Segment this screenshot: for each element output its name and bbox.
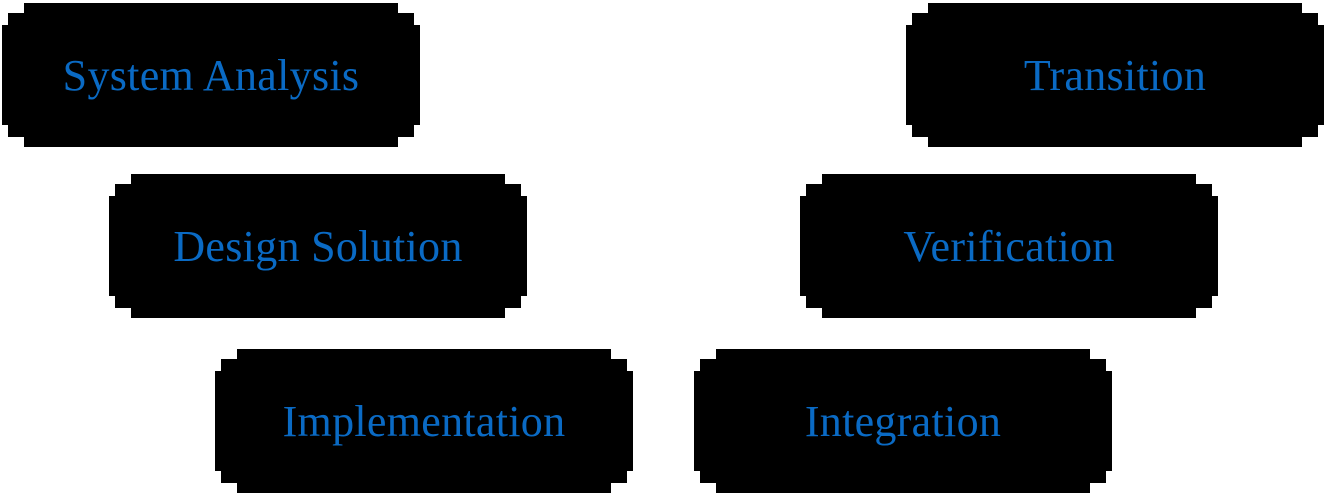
tile-implementation[interactable]: Implementation: [215, 349, 633, 493]
tile-frame: [694, 349, 1112, 493]
tile-verification-selected[interactable]: Verification: [800, 174, 1218, 318]
tile-frame: [215, 349, 633, 493]
tile-frame: [109, 174, 527, 318]
tile-integration[interactable]: Integration: [694, 349, 1112, 493]
tile-frame: [800, 174, 1218, 318]
tile-transition[interactable]: Transition: [906, 3, 1324, 147]
tile-design-solution[interactable]: Design Solution: [109, 174, 527, 318]
tile-frame: [906, 3, 1324, 147]
tile-system-analysis[interactable]: System Analysis: [2, 3, 420, 147]
tile-frame: [2, 3, 420, 147]
